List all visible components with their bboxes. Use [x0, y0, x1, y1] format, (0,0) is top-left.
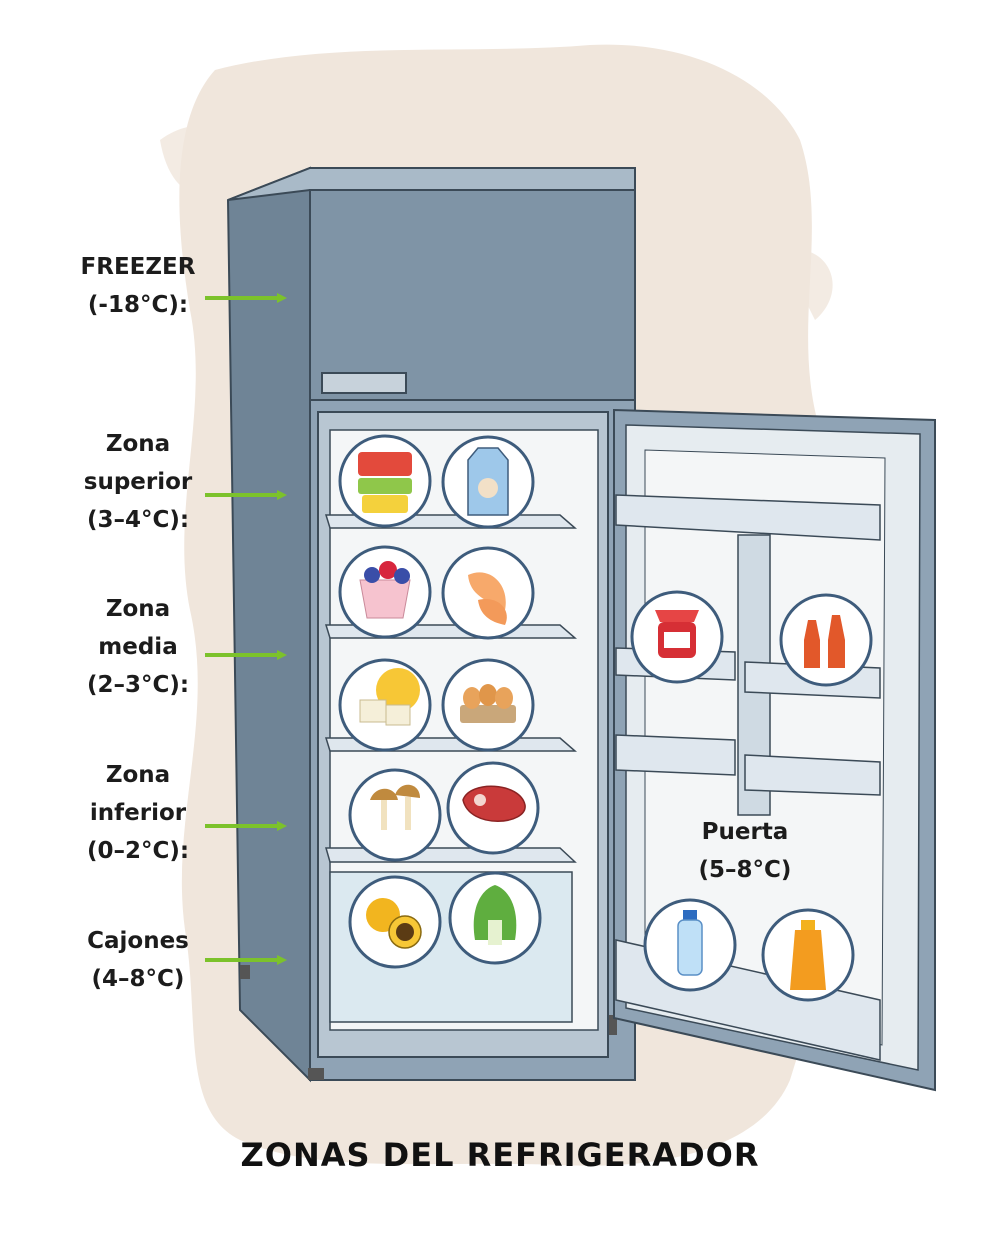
zone-label-line: Cajones: [87, 928, 189, 954]
fridge-foot: [308, 1068, 324, 1080]
door-shelf: [615, 734, 736, 776]
door-shelf: [744, 754, 881, 796]
zone-label-cajones: Cajones (4–8°C): [63, 922, 213, 998]
zone-label-line: Zona: [105, 762, 171, 788]
zone-label-line: inferior: [89, 800, 187, 826]
zone-label-line: Zona: [105, 596, 171, 622]
sauce-bottles-icon: [779, 593, 873, 687]
zone-label-line: (4–8°C): [91, 966, 185, 992]
diagram-title: ZONAS DEL REFRIGERADOR: [240, 1136, 760, 1174]
water-bottle-icon: [643, 898, 737, 992]
freezer-handle: [321, 372, 407, 394]
zone-label-line: (0–2°C):: [86, 838, 190, 864]
freezer-door: [309, 189, 636, 401]
jam-jar-icon: [630, 590, 724, 684]
door-shelf: [615, 494, 881, 541]
zone-label-line: FREEZER: [80, 254, 196, 280]
zone-arrows: [205, 293, 287, 965]
fridge-foot: [240, 965, 250, 979]
zone-label-line: superior: [83, 469, 193, 495]
milk-carton-icon: [441, 435, 535, 529]
zone-label-line: (5–8°C): [698, 857, 792, 883]
raw-steak-icon: [446, 761, 540, 855]
shelf: [325, 847, 577, 863]
zone-label-line: (3–4°C):: [86, 507, 190, 533]
zone-label-freezer: FREEZER (-18°C):: [63, 248, 213, 324]
zone-label-line: Zona: [105, 431, 171, 457]
peach-slices-icon: [441, 546, 535, 640]
zone-label-puerta: Puerta (5–8°C): [670, 813, 820, 889]
juice-bottle-icon: [761, 908, 855, 1002]
zone-label-line: (2–3°C):: [86, 672, 190, 698]
eggs-carton-icon: [441, 658, 535, 752]
bok-choy-icon: [448, 871, 542, 965]
zone-label-zona-inferior: Zona inferior (0–2°C):: [63, 756, 213, 870]
yogurt-berries-icon: [338, 545, 432, 639]
zone-label-line: (-18°C):: [87, 292, 189, 318]
fridge-open-door: [613, 408, 936, 1092]
tofu-icon: [338, 658, 432, 752]
zone-label-line: Puerta: [701, 819, 789, 845]
zone-label-zona-media: Zona media (2–3°C):: [63, 590, 213, 704]
leftover-containers-icon: [338, 434, 432, 528]
passion-fruit-icon: [348, 875, 442, 969]
zone-label-zona-superior: Zona superior (3–4°C):: [63, 425, 213, 539]
mushrooms-icon: [348, 768, 442, 862]
zone-label-line: media: [98, 634, 178, 660]
